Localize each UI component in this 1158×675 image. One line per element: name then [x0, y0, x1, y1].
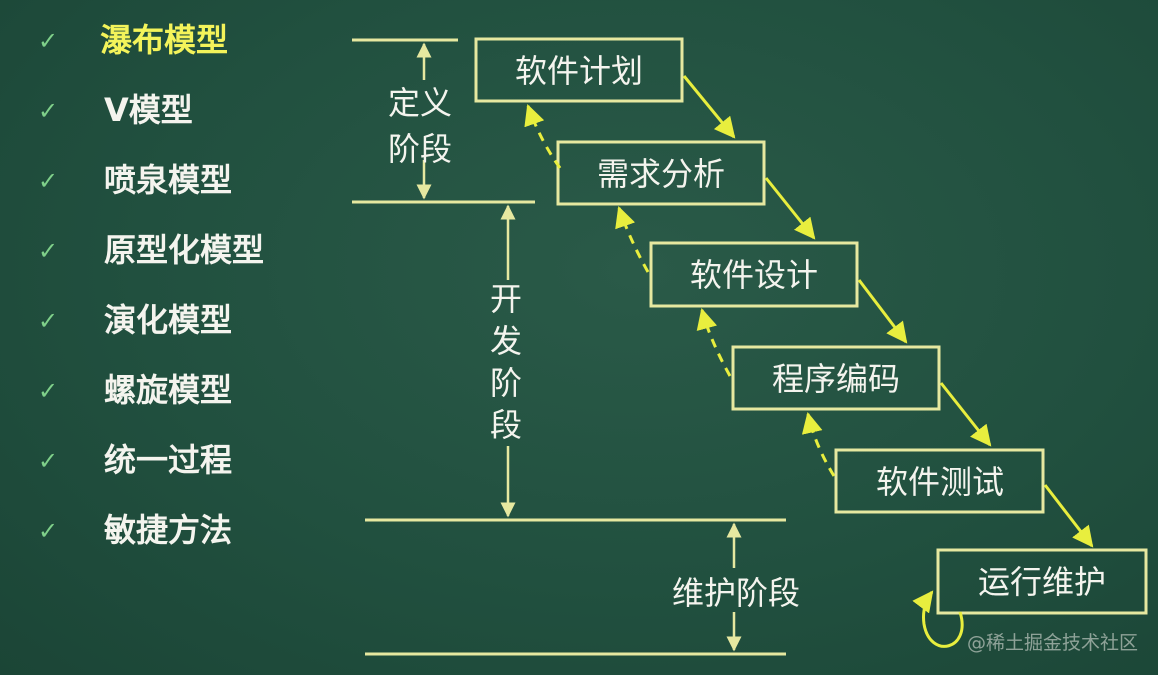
stage-box-testing [834, 448, 1045, 514]
forward-arrows [682, 75, 1094, 548]
stage-box-design [649, 241, 859, 308]
phase-boundaries [352, 38, 786, 656]
stage-box-coding [731, 345, 941, 411]
stage-label-planning: 软件计划 [515, 52, 643, 90]
checkmark-icon: ✓ [38, 27, 59, 55]
checkmark-icon: ✓ [38, 97, 59, 125]
checkmark-icon: ✓ [38, 517, 59, 545]
stage-box-operation [936, 548, 1148, 615]
model-item-spiral: ✓ 螺旋模型 [38, 370, 338, 410]
maintenance-loop-arrow [912, 590, 964, 648]
phase-span-arrows [416, 42, 742, 652]
stage-label-testing: 软件测试 [876, 463, 1004, 501]
model-label: 敏捷方法 [104, 511, 233, 549]
develop-phase-char-1: 开 [490, 280, 522, 318]
stage-boxes [474, 37, 1148, 615]
model-item-evolution: ✓ 演化模型 [38, 300, 338, 340]
model-label: 螺旋模型 [104, 371, 233, 409]
stage-box-requirements [556, 140, 766, 206]
stage-label-design: 软件设计 [690, 256, 818, 294]
model-label: 统一过程 [104, 441, 233, 479]
checkmark-icon: ✓ [38, 307, 59, 335]
define-phase-label-2: 阶段 [388, 130, 452, 168]
develop-phase-char-2: 发 [490, 322, 522, 360]
maintain-phase-label: 维护阶段 [672, 574, 800, 612]
watermark: @稀土掘金技术社区 [966, 632, 1138, 654]
model-label: 瀑布模型 [100, 21, 229, 59]
model-item-prototype: ✓ 原型化模型 [38, 230, 338, 270]
checkmark-icon: ✓ [38, 377, 59, 405]
model-label: V模型 [104, 91, 193, 129]
define-phase-label-1: 定义 [388, 84, 452, 122]
develop-phase-char-3: 阶 [490, 364, 522, 402]
checkmark-icon: ✓ [38, 447, 59, 475]
stage-label-requirements: 需求分析 [597, 155, 725, 193]
checkmark-icon: ✓ [38, 167, 59, 195]
develop-phase-char-4: 段 [490, 406, 522, 444]
stage-label-operation: 运行维护 [978, 563, 1106, 601]
model-item-agile: ✓ 敏捷方法 [38, 510, 338, 550]
model-item-fountain: ✓ 喷泉模型 [38, 160, 338, 200]
model-label: 演化模型 [104, 301, 233, 339]
checkmark-icon: ✓ [38, 237, 59, 265]
model-label: 喷泉模型 [104, 161, 233, 199]
feedback-arrows [524, 104, 836, 477]
stage-label-coding: 程序编码 [772, 360, 900, 398]
model-item-waterfall: ✓ 瀑布模型 [38, 20, 338, 60]
model-item-unified: ✓ 统一过程 [38, 440, 338, 480]
model-item-v: ✓ V模型 [38, 90, 338, 130]
stage-box-planning [474, 37, 684, 103]
model-label: 原型化模型 [104, 231, 265, 269]
